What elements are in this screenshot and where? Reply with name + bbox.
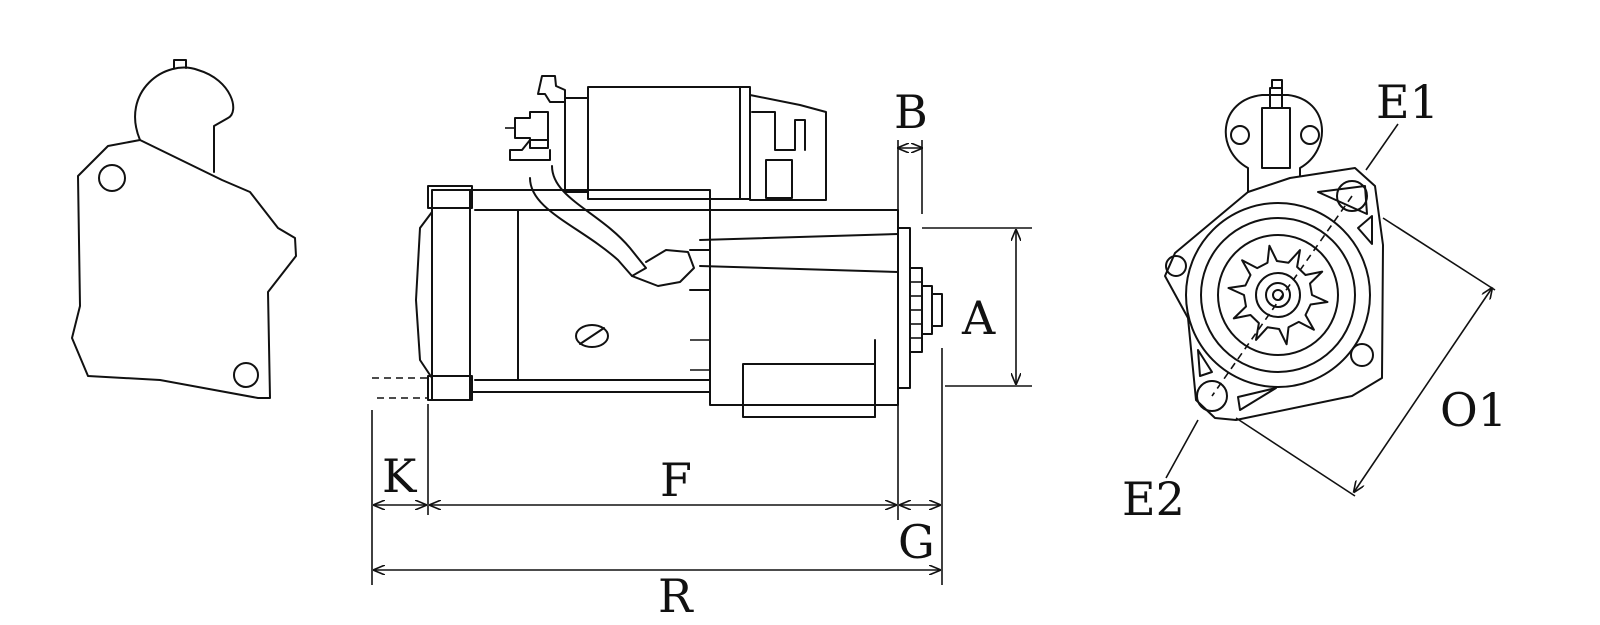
- mounting-flange: [897, 227, 911, 389]
- label-f: F: [660, 453, 692, 507]
- label-r: R: [658, 569, 694, 623]
- label-k: K: [382, 449, 418, 503]
- front-view-pinion-outline: [1217, 234, 1339, 356]
- label-g: G: [898, 515, 935, 569]
- label-o1: O1: [1440, 383, 1507, 437]
- side-view-dimensions: [371, 140, 1032, 585]
- drive-housing-foot: [742, 363, 876, 418]
- front-view-bolt-centerline: [1211, 195, 1353, 397]
- wire-connector: [631, 249, 695, 287]
- front-view-solenoid: [1224, 94, 1323, 193]
- side-view: [372, 75, 943, 418]
- label-e1: E1: [1376, 75, 1439, 129]
- screw-head: [575, 324, 609, 348]
- front-end-view: [1164, 79, 1496, 497]
- field-wire: [529, 165, 647, 277]
- leader-e1: [1365, 123, 1399, 171]
- rear-view-bolt-hole-bottom: [233, 362, 259, 388]
- solenoid-terminal-stud: [514, 111, 549, 149]
- solenoid-cap: [564, 97, 589, 193]
- rear-shaft-hidden-line: [372, 377, 429, 399]
- label-e2: E2: [1122, 472, 1185, 526]
- rear-view-bolt-hole-top: [98, 164, 126, 192]
- leader-e2: [1165, 419, 1199, 479]
- rear-view-terminal: [173, 59, 187, 69]
- yoke-housing: [469, 189, 711, 393]
- label-a: A: [961, 291, 996, 345]
- shaft-end: [931, 293, 943, 327]
- front-view-pinion-teeth: [1227, 244, 1329, 346]
- front-view-pilot-ring: [1185, 202, 1371, 388]
- front-view-bolt-hole-e2: [1196, 380, 1228, 412]
- rear-end-cap: [431, 189, 471, 401]
- solenoid-bracket: [749, 94, 827, 201]
- solenoid-body: [587, 86, 751, 200]
- rear-view-solenoid-dome: [134, 66, 235, 173]
- dimension-o1-line: [1354, 288, 1492, 492]
- rear-view-outline: [71, 139, 297, 399]
- label-b: B: [894, 85, 928, 139]
- front-view-bolt-hole-e1: [1336, 180, 1368, 212]
- solenoid-terminal-upper: [537, 75, 566, 103]
- pinion-collar: [921, 285, 933, 335]
- rear-end-view: [71, 59, 297, 399]
- solenoid-terminal-lower: [509, 139, 551, 161]
